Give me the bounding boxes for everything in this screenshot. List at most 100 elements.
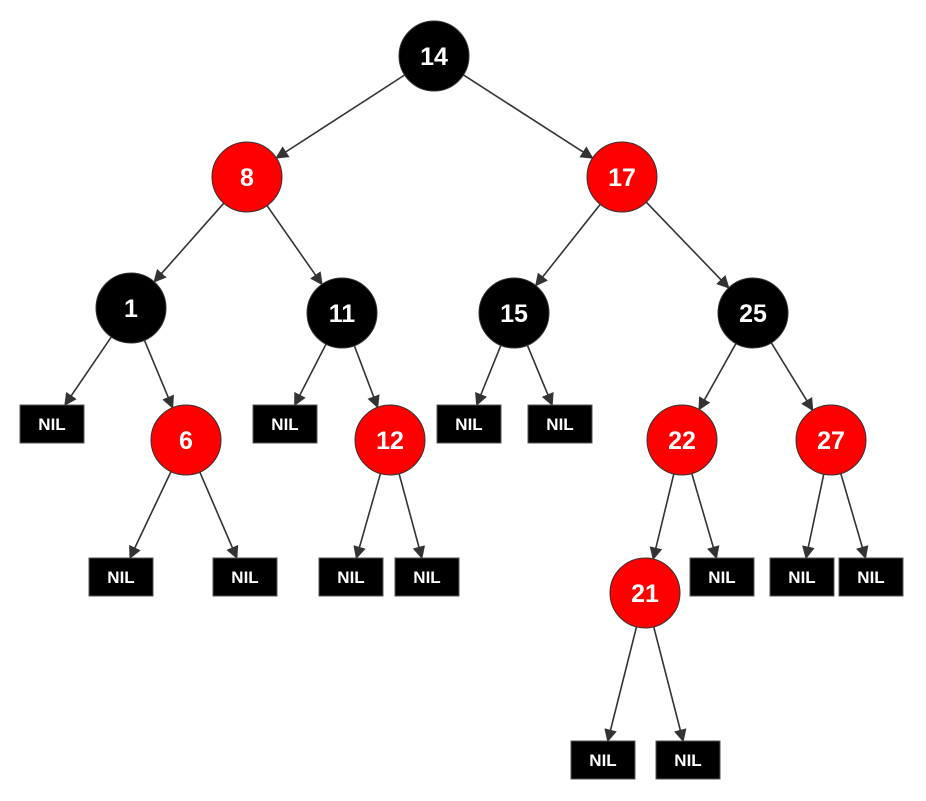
nil-label: NIL bbox=[337, 568, 364, 587]
edge-n27-nil10 bbox=[802, 474, 825, 560]
node-label: 27 bbox=[817, 427, 845, 455]
edge-n8-n11 bbox=[266, 205, 323, 286]
node-circle-black bbox=[95, 272, 167, 344]
edge-n17-n25 bbox=[645, 201, 730, 289]
node-label: 6 bbox=[179, 427, 193, 455]
edge-n14-n8 bbox=[275, 74, 406, 159]
tree-node-11: 11 bbox=[306, 277, 378, 349]
nil-leaf: NIL bbox=[19, 404, 85, 444]
tree-node-22: 22 bbox=[646, 404, 718, 476]
node-label: 11 bbox=[329, 300, 356, 328]
node-circle-black bbox=[398, 20, 470, 92]
nil-box bbox=[527, 404, 593, 444]
node-label: 8 bbox=[240, 164, 254, 192]
edge-n21-nil12 bbox=[604, 626, 638, 743]
tree-node-6: 6 bbox=[150, 404, 222, 476]
nil-label: NIL bbox=[857, 568, 884, 587]
node-label: 15 bbox=[500, 300, 528, 328]
nil-leaf: NIL bbox=[689, 557, 755, 597]
node-circle-red bbox=[609, 557, 681, 629]
node-label: 21 bbox=[631, 580, 659, 608]
nil-box bbox=[394, 557, 460, 597]
edge-n22-nil9 bbox=[691, 473, 720, 560]
tree-node-25: 25 bbox=[717, 277, 789, 349]
edge-n27-nil11 bbox=[840, 473, 869, 560]
tree-node-1: 1 bbox=[95, 272, 167, 344]
edge-n21-nil13 bbox=[652, 626, 687, 743]
nil-label: NIL bbox=[231, 568, 258, 587]
edge-n1-n6 bbox=[143, 339, 175, 409]
tree-node-15: 15 bbox=[478, 277, 550, 349]
nil-box bbox=[318, 557, 384, 597]
nil-box bbox=[212, 557, 278, 597]
node-circle-red bbox=[150, 404, 222, 476]
node-label: 1 bbox=[124, 295, 138, 323]
tree-node-27: 27 bbox=[795, 404, 867, 476]
edge-n17-n15 bbox=[534, 203, 601, 287]
nil-leaf: NIL bbox=[318, 557, 384, 597]
nil-leaf: NIL bbox=[527, 404, 593, 444]
nil-label: NIL bbox=[271, 415, 298, 434]
edge-n14-n17 bbox=[462, 74, 594, 159]
nil-leaf: NIL bbox=[769, 557, 835, 597]
edge-n12-nil7 bbox=[353, 473, 382, 560]
nil-label: NIL bbox=[546, 415, 573, 434]
node-label: 25 bbox=[739, 300, 767, 328]
edge-n6-nil5 bbox=[129, 471, 172, 560]
edge-n12-nil8 bbox=[398, 473, 426, 560]
nil-leaf: NIL bbox=[88, 557, 154, 597]
edge-n15-nil4 bbox=[526, 345, 554, 407]
node-label: 12 bbox=[376, 427, 404, 455]
tree-node-8: 8 bbox=[211, 141, 283, 213]
node-circle-red bbox=[586, 141, 658, 213]
node-circle-black bbox=[717, 277, 789, 349]
edge-n11-nil2 bbox=[294, 343, 327, 407]
nil-leaf: NIL bbox=[252, 404, 318, 444]
node-circle-red bbox=[354, 404, 426, 476]
edge-n11-n12 bbox=[353, 345, 380, 409]
edge-n6-nil6 bbox=[199, 471, 239, 560]
edge-n8-n1 bbox=[153, 202, 225, 283]
nil-leaf: NIL bbox=[212, 557, 278, 597]
nil-box bbox=[436, 404, 502, 444]
nil-box bbox=[19, 404, 85, 444]
tree-node-21: 21 bbox=[609, 557, 681, 629]
nil-box bbox=[570, 740, 636, 780]
nil-box bbox=[838, 557, 904, 597]
nil-leaf: NIL bbox=[394, 557, 460, 597]
nil-label: NIL bbox=[674, 751, 701, 770]
nil-label: NIL bbox=[38, 415, 65, 434]
nil-label: NIL bbox=[107, 568, 134, 587]
node-label: 17 bbox=[608, 164, 636, 192]
edge-n25-n22 bbox=[698, 343, 737, 411]
nil-box bbox=[689, 557, 755, 597]
node-circle-red bbox=[211, 141, 283, 213]
nil-box bbox=[655, 740, 721, 780]
node-circle-red bbox=[795, 404, 867, 476]
nil-box bbox=[252, 404, 318, 444]
edge-n15-nil3 bbox=[475, 345, 502, 407]
nil-leaf: NIL bbox=[838, 557, 904, 597]
tree-node-14: 14 bbox=[398, 20, 470, 92]
nil-label: NIL bbox=[788, 568, 815, 587]
node-label: 14 bbox=[420, 43, 448, 71]
nil-leaf: NIL bbox=[655, 740, 721, 780]
node-circle-black bbox=[478, 277, 550, 349]
node-label: 22 bbox=[668, 427, 696, 455]
nil-leaf: NIL bbox=[436, 404, 502, 444]
nil-label: NIL bbox=[455, 415, 482, 434]
nil-box bbox=[769, 557, 835, 597]
nil-box bbox=[88, 557, 154, 597]
edge-n1-nil1 bbox=[64, 336, 112, 407]
edges-layer bbox=[64, 74, 869, 743]
nil-leaf: NIL bbox=[570, 740, 636, 780]
node-circle-black bbox=[306, 277, 378, 349]
nil-label: NIL bbox=[708, 568, 735, 587]
edge-n22-n21 bbox=[649, 473, 675, 561]
edge-n25-n27 bbox=[770, 342, 814, 412]
nil-label: NIL bbox=[413, 568, 440, 587]
nil-label: NIL bbox=[589, 751, 616, 770]
